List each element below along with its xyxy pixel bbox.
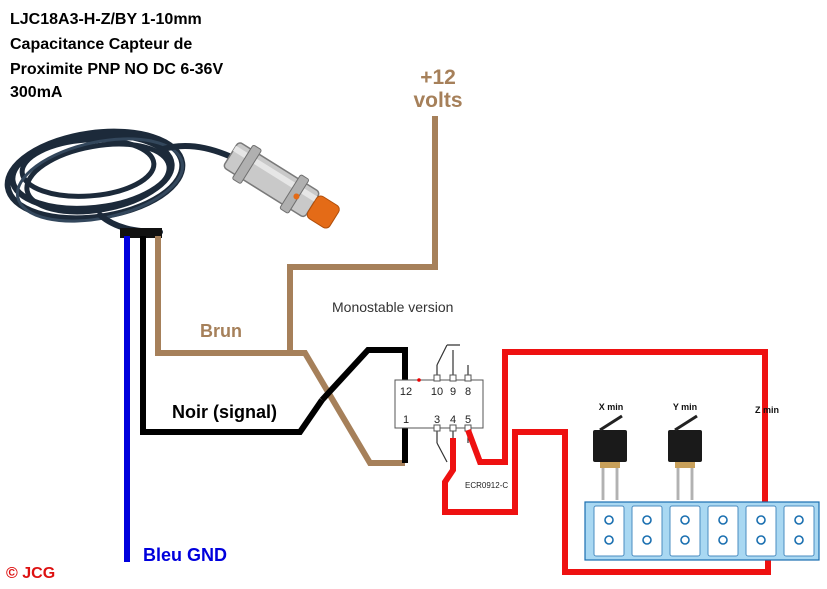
pin-12: 12 [400,386,412,398]
pin-4: 4 [450,414,456,426]
relay [394,344,484,463]
y-min-switch [668,414,702,500]
relay-caption: Monostable version [332,299,453,315]
terminal-block [584,501,820,561]
red-wire-nc [442,429,771,575]
brown-wire-label: Brun [200,321,242,341]
pin-1: 1 [403,414,409,426]
title-block: LJC18A3-H-Z/BY 1-10mm Capacitance Capteu… [10,11,223,101]
z-min-label: Z min [755,405,779,415]
limit-switches [593,414,702,500]
title-line-2: Capacitance Capteur de [10,36,192,53]
black-wire [140,236,325,435]
switch-labels: X min Y min Z min [599,402,779,415]
red-wires [442,349,771,575]
title-line-1: LJC18A3-H-Z/BY 1-10mm [10,11,202,28]
black-wire-label: Noir (signal) [172,402,277,422]
relay-model: ECR0912-C [465,481,508,490]
proximity-sensor [223,142,340,229]
title-line-4: 300mA [10,84,63,101]
pin-8: 8 [465,386,471,398]
relay-pin-labels: 12 10 9 8 1 3 4 5 [400,386,471,426]
title-line-3: Proximite PNP NO DC 6-36V [10,61,223,78]
supply-unit: volts [413,89,462,112]
sensor-photo [4,128,340,235]
x-min-label: X min [599,402,624,412]
x-min-switch [593,414,627,500]
pin-10: 10 [431,386,443,398]
supply-value: +12 [420,66,456,89]
cable-coil [4,128,251,235]
pin-5: 5 [465,414,471,426]
pin-3: 3 [434,414,440,426]
blue-wire-label: Bleu GND [143,545,227,565]
brown-wire-to-relay [290,350,405,466]
copyright: © JCG [6,565,55,582]
pin-9: 9 [450,386,456,398]
red-wire-common [465,349,768,548]
brown-wire [155,116,438,356]
y-min-label: Y min [673,402,697,412]
